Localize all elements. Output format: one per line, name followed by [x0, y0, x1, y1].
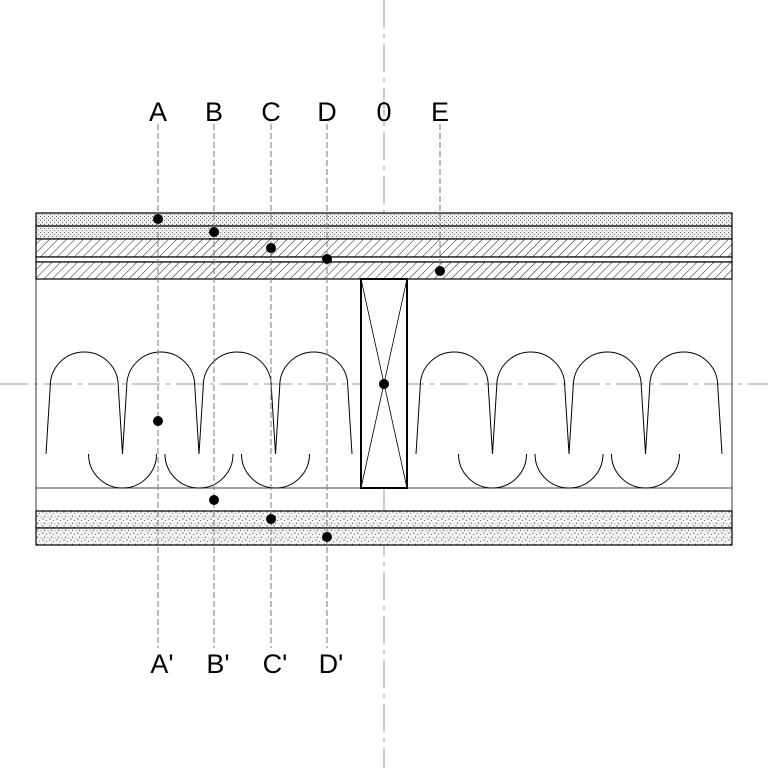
top-layer-1 — [35, 212, 733, 227]
label-d: D — [317, 97, 337, 127]
point-d-prime — [322, 532, 332, 542]
insulation-diagonals — [415, 385, 723, 489]
label-d-prime: D' — [319, 649, 344, 679]
label-e: E — [431, 97, 449, 127]
insulation-diagonals — [45, 385, 353, 489]
label-b-prime: B' — [206, 649, 229, 679]
point-a-prime — [153, 416, 163, 426]
label-a-prime: A' — [150, 649, 173, 679]
section-points — [153, 214, 445, 542]
label-c: C — [261, 97, 281, 127]
label-b: B — [205, 97, 223, 127]
label-a: A — [149, 97, 167, 127]
point-c — [266, 243, 276, 253]
point-c-prime — [266, 514, 276, 524]
label-origin: 0 — [376, 97, 391, 127]
bottom-layer-2 — [35, 527, 733, 546]
top-air-gap — [35, 256, 733, 263]
top-layer-2 — [35, 225, 733, 240]
insulation-top-loops — [49, 351, 349, 387]
point-a — [153, 214, 163, 224]
batt-insulation-right — [415, 351, 723, 489]
label-c-prime: C' — [263, 649, 288, 679]
point-e — [435, 266, 445, 276]
leader-lines — [157, 124, 441, 648]
bottom-layer-1 — [35, 510, 733, 529]
point-origin — [379, 379, 389, 389]
top-layer-4 — [35, 261, 733, 280]
top-layer-3 — [35, 238, 733, 258]
point-d — [322, 254, 332, 264]
point-b-prime — [209, 495, 219, 505]
point-b — [209, 227, 219, 237]
insulation-top-loops — [419, 351, 719, 387]
batt-insulation-left — [45, 351, 353, 489]
